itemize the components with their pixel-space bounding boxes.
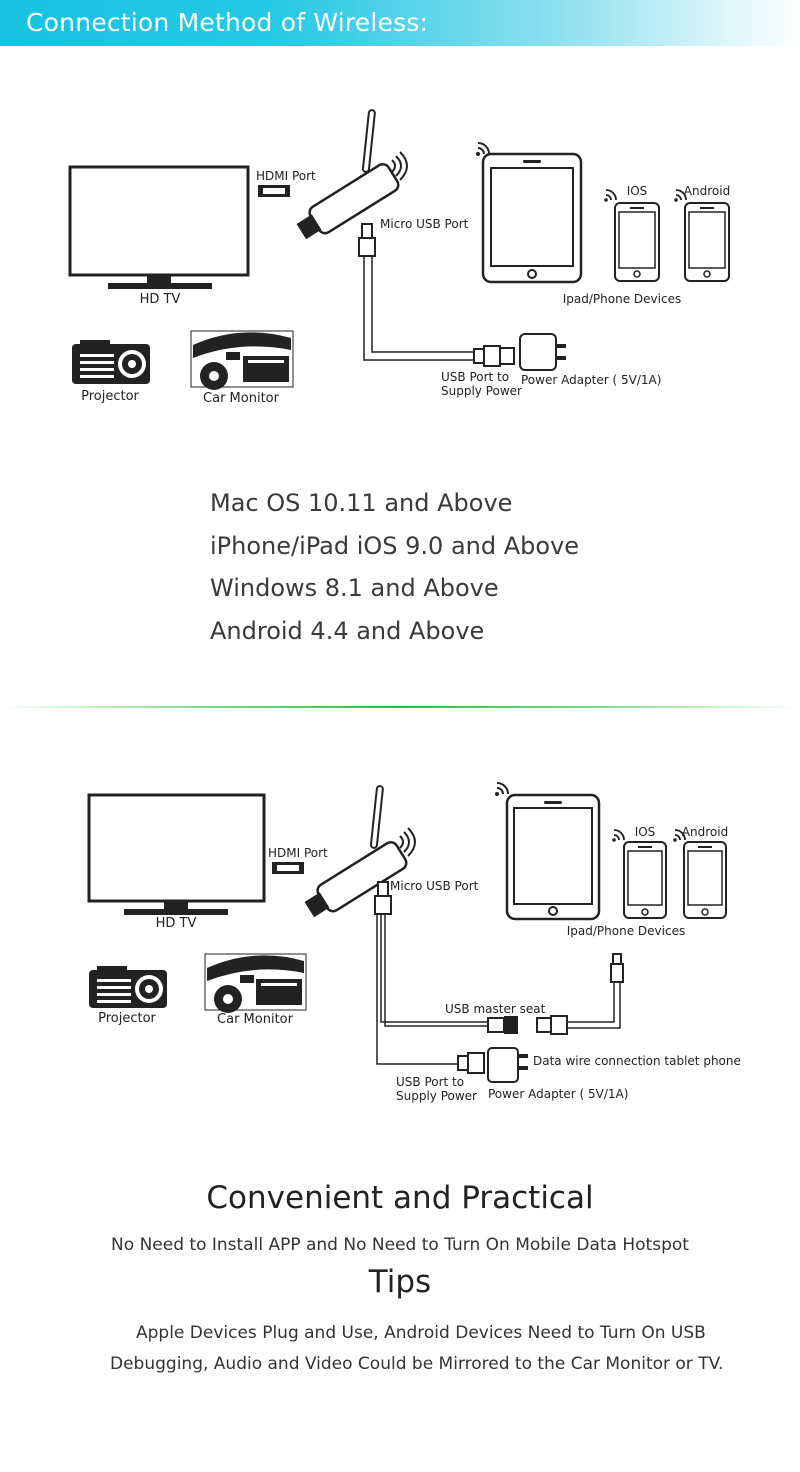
power-adapter-icon bbox=[487, 1047, 528, 1083]
diagram-2-svg: HD TV HDMI Port Micro USB Port USB maste… bbox=[87, 782, 741, 1103]
micro-usb-port-label: Micro USB Port bbox=[390, 879, 479, 893]
requirement-mac: Mac OS 10.11 and Above bbox=[210, 489, 513, 517]
power-adapter-icon bbox=[519, 333, 566, 371]
micro-usb-plug-icon bbox=[374, 881, 392, 915]
tablet-icon bbox=[481, 152, 583, 284]
projector-icon bbox=[72, 340, 150, 384]
feature-title: Convenient and Practical bbox=[206, 1180, 594, 1216]
ios-phone-icon bbox=[614, 202, 660, 282]
hd-tv-label: HD TV bbox=[140, 292, 181, 307]
tablet-wifi-icon bbox=[476, 142, 490, 156]
ios-wifi-icon bbox=[612, 829, 625, 842]
diagram-1-svg: HD TV HDMI Port Micro USB Port USB Port bbox=[68, 109, 730, 406]
header-bar: Connection Method of Wireless: bbox=[0, 0, 800, 46]
tv-icon bbox=[68, 165, 250, 289]
ios-phone-icon bbox=[623, 841, 667, 919]
power-adapter-label: Power Adapter ( 5V/1A) bbox=[488, 1087, 628, 1101]
projector-icon bbox=[89, 966, 167, 1008]
usb-port-label-line2: Supply Power bbox=[396, 1089, 477, 1103]
car-monitor-icon bbox=[204, 953, 307, 1013]
android-phone-icon bbox=[683, 841, 727, 919]
android-phone-icon bbox=[684, 202, 730, 282]
hd-tv-label: HD TV bbox=[156, 916, 197, 931]
usb-port-label-line1: USB Port to bbox=[441, 370, 509, 384]
tablet-icon bbox=[505, 793, 601, 921]
car-monitor-label: Car Monitor bbox=[203, 391, 280, 406]
tips-line-1: Apple Devices Plug and Use, Android Devi… bbox=[136, 1323, 706, 1343]
tips-line-2: Debugging, Audio and Video Could be Mirr… bbox=[110, 1354, 724, 1374]
tv-icon bbox=[87, 793, 266, 915]
connection-diagram-1: HD TV HDMI Port Micro USB Port USB Port bbox=[0, 100, 800, 430]
devices-label: Ipad/Phone Devices bbox=[563, 292, 681, 306]
ios-label: IOS bbox=[627, 184, 648, 198]
hdmi-port-icon bbox=[272, 862, 304, 874]
os-requirements-list: Mac OS 10.11 and Above iPhone/iPad iOS 9… bbox=[210, 482, 579, 652]
micro-usb-plug-icon bbox=[358, 223, 376, 257]
hdmi-port-label: HDMI Port bbox=[268, 846, 328, 860]
tips-text: Apple Devices Plug and Use, Android Devi… bbox=[110, 1318, 750, 1380]
projector-label: Projector bbox=[81, 389, 139, 404]
header-title: Connection Method of Wireless: bbox=[26, 8, 429, 37]
car-monitor-icon bbox=[190, 330, 294, 390]
android-label: Android bbox=[684, 184, 730, 198]
ios-label: IOS bbox=[635, 825, 656, 839]
usb-plug-icon bbox=[473, 345, 515, 367]
section-divider bbox=[0, 706, 800, 708]
usb-port-label-line1: USB Port to bbox=[396, 1075, 464, 1089]
tablet-wifi-icon bbox=[495, 782, 509, 796]
ios-wifi-icon bbox=[604, 189, 617, 202]
power-adapter-label: Power Adapter ( 5V/1A) bbox=[521, 373, 661, 387]
tips-title: Tips bbox=[368, 1264, 432, 1300]
data-wire-plug-icon bbox=[536, 1015, 568, 1035]
android-label: Android bbox=[682, 825, 728, 839]
micro-usb-port-label: Micro USB Port bbox=[380, 217, 469, 231]
hdmi-port-icon bbox=[258, 185, 290, 197]
feature-subtitle: No Need to Install APP and No Need to Tu… bbox=[111, 1235, 689, 1255]
requirement-android: Android 4.4 and Above bbox=[210, 616, 485, 645]
projector-label: Projector bbox=[98, 1011, 156, 1026]
requirement-ios: iPhone/iPad iOS 9.0 and Above bbox=[210, 531, 580, 560]
hdmi-port-label: HDMI Port bbox=[256, 169, 316, 183]
usb-plug-icon bbox=[457, 1052, 485, 1074]
connection-diagram-2: HD TV HDMI Port Micro USB Port USB maste… bbox=[0, 770, 800, 1110]
car-monitor-label: Car Monitor bbox=[217, 1012, 294, 1027]
wireless-dongle-icon bbox=[304, 785, 416, 918]
android-wifi-icon bbox=[673, 829, 686, 842]
wireless-dongle-icon bbox=[296, 109, 408, 240]
android-wifi-icon bbox=[674, 189, 687, 202]
usb-port-label-line2: Supply Power bbox=[441, 384, 522, 398]
requirement-windows: Windows 8.1 and Above bbox=[210, 574, 499, 602]
devices-label: Ipad/Phone Devices bbox=[567, 924, 685, 938]
data-wire-label: Data wire connection tablet phone bbox=[533, 1054, 741, 1068]
data-wire-micro-plug-icon bbox=[610, 953, 624, 983]
usb-master-seat-icon bbox=[487, 1016, 518, 1034]
usb-master-seat-label: USB master seat bbox=[445, 1002, 546, 1016]
